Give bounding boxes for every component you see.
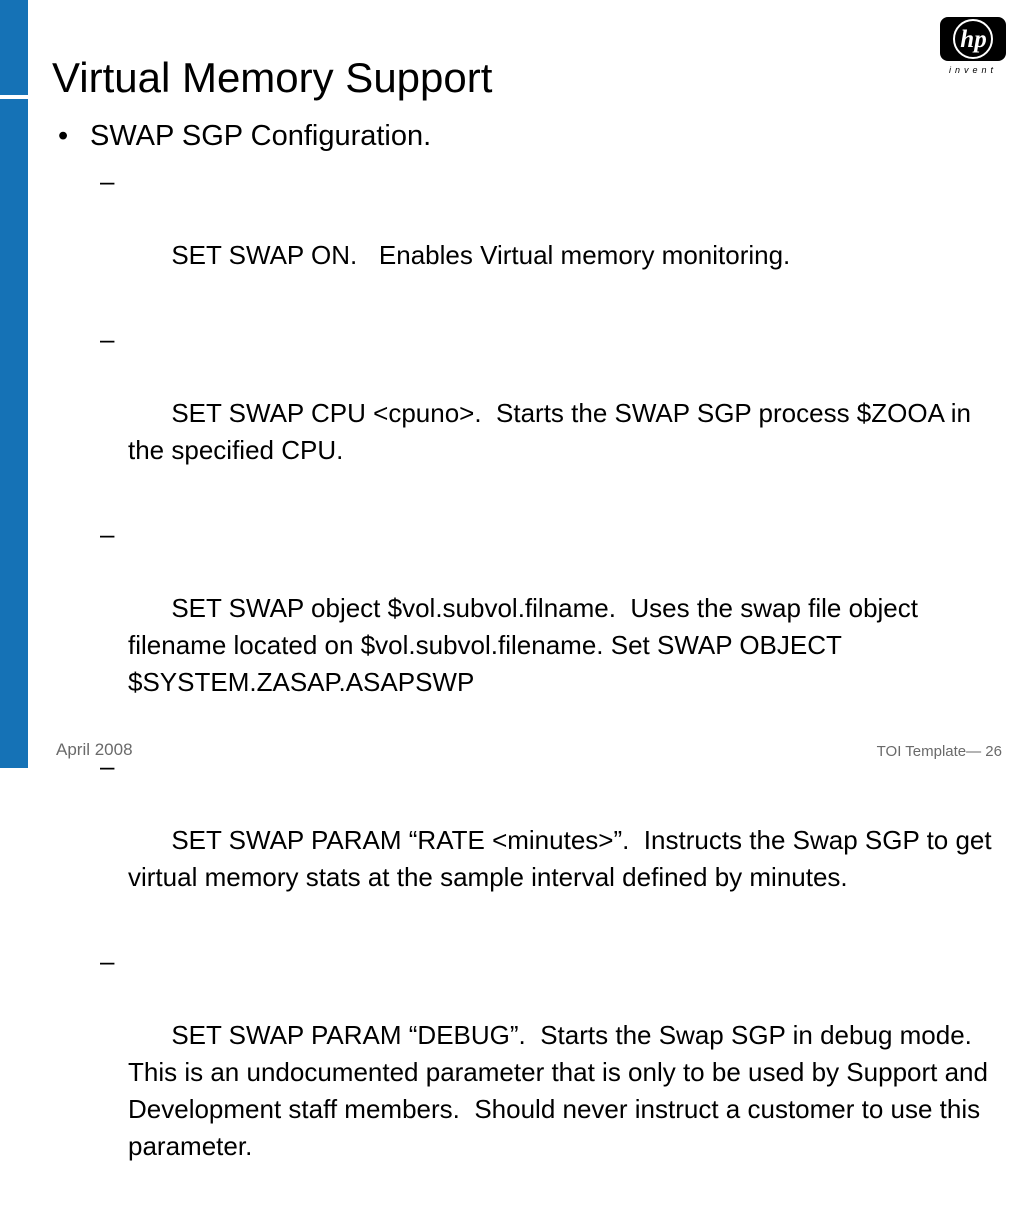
logo-badge: hp: [940, 17, 1006, 61]
hp-logo-icon: hp invent: [938, 17, 1008, 79]
left-accent-bar: [0, 0, 28, 768]
sub-bullet-item: – SET SWAP CPU <cpuno>. Starts the SWAP …: [58, 321, 1008, 506]
accent-bar-divider: [0, 95, 28, 99]
sub-bullet-item: – SET SWAP PARAM “RATE <minutes>”. Instr…: [58, 748, 1008, 933]
main-bullet-text: SWAP SGP Configuration.: [90, 120, 432, 152]
sub-bullet-text: SET SWAP PARAM “RATE <minutes>”. Instruc…: [128, 825, 999, 892]
dash-marker: –: [100, 324, 115, 354]
dash-marker: –: [100, 166, 115, 196]
footer-template-page: TOI Template— 26: [876, 743, 1002, 760]
sub-bullet-text: SET SWAP PARAM “DEBUG”. Starts the Swap …: [128, 1020, 996, 1161]
logo-mark: hp: [960, 26, 987, 53]
sub-bullet-item: – SET SWAP ON. Enables Virtual memory mo…: [58, 163, 1008, 311]
logo-circle: [953, 19, 993, 59]
main-bullet: • SWAP SGP Configuration.: [58, 118, 1008, 155]
bullet-marker: •: [58, 120, 69, 152]
slide-body: • SWAP SGP Configuration. – SET SWAP ON.…: [58, 118, 1008, 1212]
sub-bullet-item: – SET SWAP object $vol.subvol.filname. U…: [58, 516, 1008, 738]
sub-bullet-text: SET SWAP ON. Enables Virtual memory moni…: [171, 240, 791, 270]
sub-bullet-item: – SET SWAP PARAM “DEBUG”. Starts the Swa…: [58, 943, 1008, 1202]
sub-bullet-list: – SET SWAP ON. Enables Virtual memory mo…: [58, 163, 1008, 1202]
sub-bullet-text: SET SWAP CPU <cpuno>. Starts the SWAP SG…: [128, 398, 979, 465]
sub-bullet-text: SET SWAP object $vol.subvol.filname. Use…: [128, 593, 926, 697]
dash-marker: –: [100, 946, 115, 976]
dash-marker: –: [100, 519, 115, 549]
logo-tagline: invent: [948, 65, 998, 75]
slide-title: Virtual Memory Support: [52, 54, 493, 101]
footer-date: April 2008: [56, 740, 133, 759]
